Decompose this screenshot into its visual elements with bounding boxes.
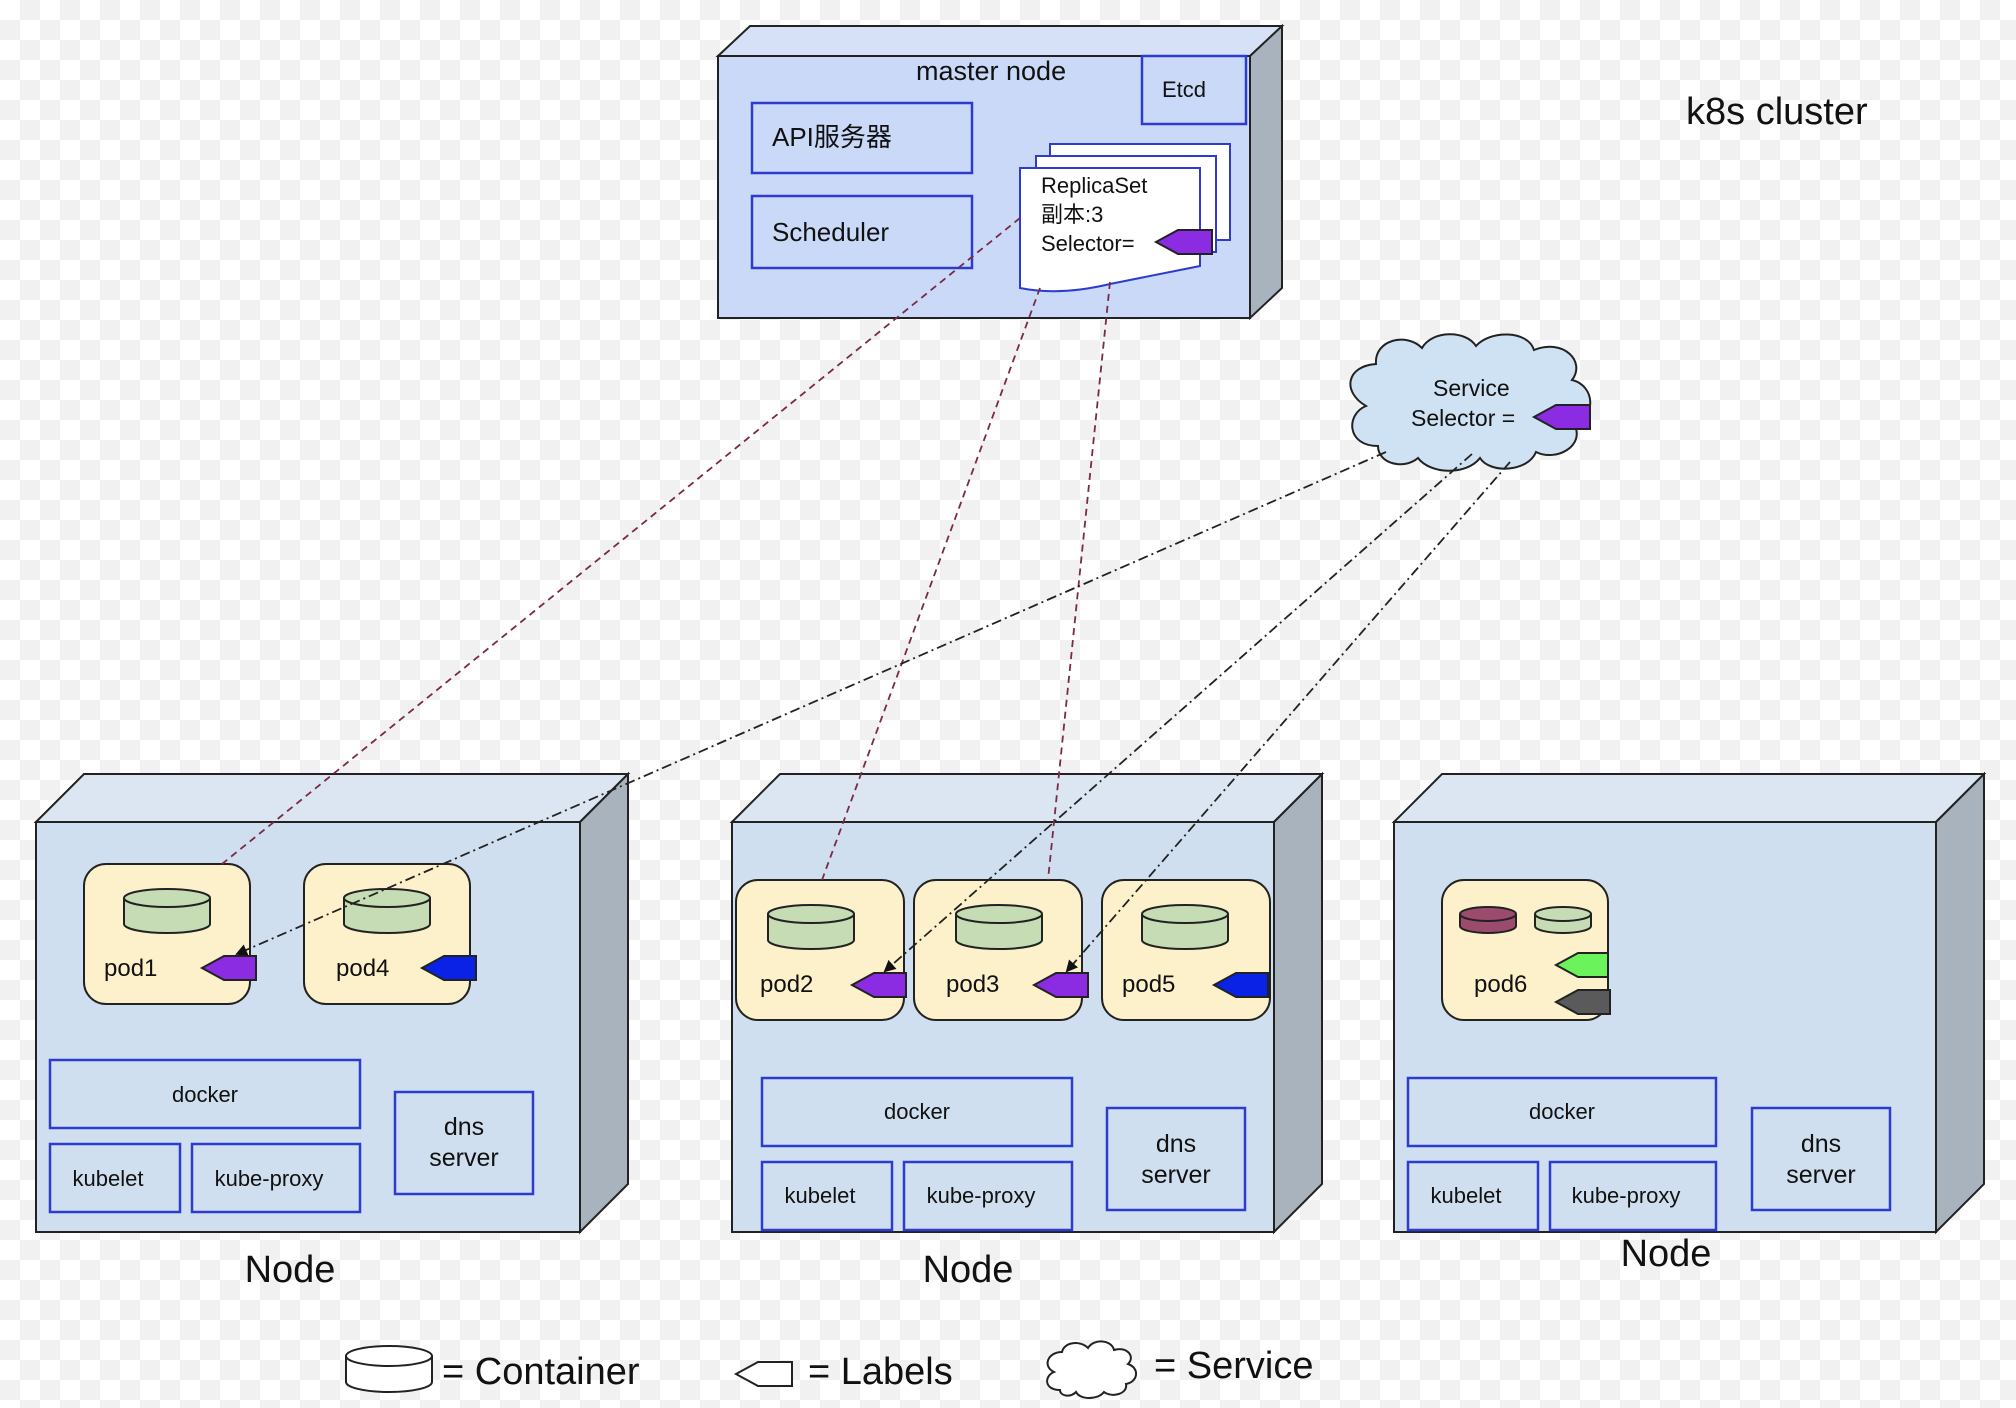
node2-label: Node [922,1249,1014,1291]
pod6-container-red [1459,906,1517,934]
pod2-label-tag [849,972,907,998]
node3-docker-label: docker [1528,1099,1596,1124]
replicaset-label-2: 副本:3 [1041,202,1104,227]
node1-kube-proxy-box [190,1142,362,1214]
node1-label: Node [244,1249,336,1291]
legend-labels-text: = Labels [808,1351,953,1393]
node3-kube-proxy-label: kube-proxy [1571,1183,1681,1208]
service-selector-tag [1531,404,1591,430]
node1-dns-label-1: dns [443,1113,485,1141]
pod3-name: pod3 [946,971,1000,998]
replicaset-label-1: ReplicaSet [1041,173,1148,198]
service-label-1: Service [1433,375,1510,401]
node3-kubelet-box [1406,1160,1540,1232]
node1-docker-box [48,1058,362,1130]
pod4-container [343,888,431,934]
node3-kube-proxy-box [1548,1160,1718,1232]
etcd-box [1140,54,1248,126]
node3-dns-label-2: server [1786,1161,1856,1189]
service-links [235,451,1511,973]
svc-link-pod5 [1065,461,1511,973]
pod6-label-tag-gray [1553,989,1611,1015]
replicaset-label-3: Selector= [1041,231,1135,256]
node3-kubelet-label: kubelet [1430,1183,1502,1208]
node3-dns-box [1750,1106,1892,1212]
pod6-label-tag-green [1553,952,1609,978]
node3-docker-box [1406,1076,1718,1148]
pod2-container [767,904,855,950]
node1-kube-proxy-label: kube-proxy [214,1166,324,1191]
node2-dns-label-1: dns [1155,1130,1197,1158]
pod4-name: pod4 [336,955,390,982]
scheduler-label: Scheduler [772,217,890,247]
pod5-container [1141,904,1229,950]
service-cloud [1349,333,1592,472]
node3-dns-label-1: dns [1800,1130,1842,1158]
pod3-container [955,904,1043,950]
legend-cloud-icon [1046,1340,1137,1399]
service-label-2: Selector = [1411,405,1516,431]
master-node-title: master node [916,56,1067,86]
cluster-title: k8s cluster [1686,91,1868,133]
pod6-name: pod6 [1474,971,1528,998]
node1-docker-label: docker [171,1082,239,1107]
api-server-box [750,101,974,175]
node3-label: Node [1620,1233,1712,1275]
pod1-container [123,888,211,934]
node1-dns-box [393,1090,535,1196]
node2-docker-box [760,1076,1074,1148]
pod2-name: pod2 [760,971,814,998]
replicaset-links [221,217,1111,881]
pod4-label-tag [419,955,477,981]
node2-kube-proxy-box [902,1160,1074,1232]
pod6-container [1534,906,1592,934]
node2-dns-box [1105,1106,1247,1212]
replicaset-doc [1019,143,1231,293]
rs-link-pod3 [1047,281,1111,881]
node2-kubelet-label: kubelet [784,1183,856,1208]
replicaset-selector-tag [1153,229,1213,255]
node2-dns-label-2: server [1141,1161,1211,1189]
rs-link-pod2 [821,287,1041,881]
pod5-name: pod5 [1122,971,1176,998]
pod5-label-tag [1211,972,1269,998]
pod2-box [735,879,905,1021]
legend-container-text: = Container [442,1351,640,1393]
etcd-label: Etcd [1162,77,1207,102]
legend-label-icon [733,1361,793,1387]
pod1-label-tag [199,955,257,981]
pod1-name: pod1 [104,955,158,982]
pod3-box [913,879,1083,1021]
legend-container-icon [345,1345,433,1393]
node2-kubelet-box [760,1160,894,1232]
node1-kubelet-label: kubelet [72,1166,144,1191]
svc-link-pod1 [235,451,1387,956]
node2-docker-label: docker [883,1099,951,1124]
node1-dns-label-2: server [429,1144,499,1172]
scheduler-box [750,194,974,270]
legend-service-text: = Service [1154,1345,1314,1387]
pod3-label-tag [1031,972,1089,998]
node1-kubelet-box [48,1142,182,1214]
rs-link-pod1 [221,217,1021,865]
api-server-label: API服务器 [772,122,892,152]
node2-kube-proxy-label: kube-proxy [926,1183,1036,1208]
